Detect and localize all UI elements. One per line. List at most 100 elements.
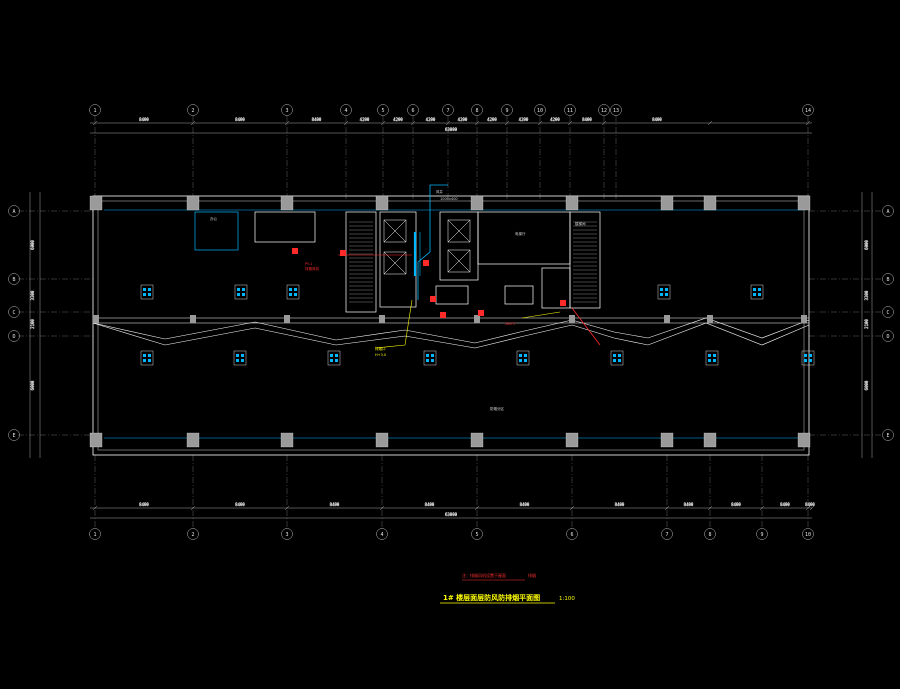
- grid-bubble-right: [882, 429, 894, 441]
- axis-label-top: 2: [191, 108, 194, 114]
- dimension-text: 4200: [487, 117, 497, 122]
- diffuser-icon: [665, 293, 668, 296]
- axis-label-left: C: [12, 310, 15, 316]
- column: [797, 432, 811, 448]
- axis-label-bottom: 4: [380, 532, 383, 538]
- ahu-room: [194, 211, 239, 251]
- grid-bubble-bottom: [661, 528, 673, 540]
- dimension-text: 8400: [652, 117, 662, 122]
- grid-bubble-top: [407, 104, 419, 116]
- dimension-tick: [537, 120, 543, 126]
- fire-damper-icon: [423, 260, 429, 266]
- dimension-text: 2100: [864, 319, 869, 329]
- grid-bubble-bottom: [376, 528, 388, 540]
- column: [797, 195, 811, 211]
- building-outline: [92, 195, 810, 456]
- dimension-tick: [379, 505, 385, 511]
- fire-damper-icon: [292, 248, 298, 254]
- dimension-total: 63000: [445, 127, 458, 132]
- grid-bubble-top: [89, 104, 101, 116]
- column: [93, 315, 99, 323]
- grid-bubble-left: [8, 306, 20, 318]
- yellow-note-2: H+3.0: [375, 353, 386, 357]
- dimension-text: 2100: [30, 319, 35, 329]
- column: [89, 195, 103, 211]
- lift-car-cross: [383, 219, 407, 243]
- grid-bubble-bottom: [471, 528, 483, 540]
- diffuser-icon: [524, 354, 527, 357]
- yellow-note-1: 排烟口: [375, 346, 386, 351]
- lift-car-cross: [383, 251, 407, 275]
- lift-car: [383, 219, 407, 243]
- diffuser-icon: [519, 354, 522, 357]
- lobby-box: [435, 285, 469, 305]
- axis-label-top: 1: [93, 108, 96, 114]
- dimension-text: 8400: [582, 117, 592, 122]
- axis-label-top: 10: [537, 108, 543, 114]
- stair-treads: [349, 221, 597, 303]
- fire-damper-icon: [560, 300, 566, 306]
- lift-car: [447, 249, 471, 273]
- diffuser-icon: [618, 354, 621, 357]
- diffuser-icon: [618, 359, 621, 362]
- column: [190, 315, 196, 323]
- leader-damper: [521, 311, 561, 319]
- dimension-text: 8400: [615, 502, 625, 507]
- grid-bubble-right: [882, 205, 894, 217]
- diffuser-icon: [233, 350, 247, 366]
- column: [470, 432, 484, 448]
- main-duct-riser: [417, 185, 431, 300]
- dimension-text: 8400: [139, 117, 149, 122]
- dimension-tick: [805, 505, 811, 511]
- dimension-text: 4200: [393, 117, 403, 122]
- dimension-tick: [92, 120, 98, 126]
- dimension-tick: [809, 505, 815, 511]
- diffuser-icon: [809, 354, 812, 357]
- grid-bubble-right: [882, 273, 894, 285]
- diffuser-icon: [426, 359, 429, 362]
- drawing-title: 1# 楼层面层防风防排烟平面图: [443, 593, 540, 602]
- diffuser-icon: [143, 288, 146, 291]
- diffuser-icon: [753, 293, 756, 296]
- axis-label-top: 14: [805, 108, 811, 114]
- structural-columns: [89, 195, 811, 448]
- diffuser-icon: [140, 350, 154, 366]
- smoke-partition-zigzag: [92, 322, 810, 349]
- grid-bubble-bottom: [281, 528, 293, 540]
- diffuser-icon: [708, 354, 711, 357]
- grid-bubble-right: [882, 330, 894, 342]
- dimension-tick: [445, 120, 451, 126]
- column: [569, 315, 575, 323]
- diffuser-icon: [237, 288, 240, 291]
- diffuser-icon: [516, 350, 530, 366]
- drawing-scale: 1:100: [559, 596, 575, 602]
- fire-damper-icon: [340, 250, 346, 256]
- lift-car-cross: [447, 219, 471, 243]
- diffuser-icon: [423, 350, 437, 366]
- grid-bubble-left: [8, 429, 20, 441]
- duct-size-label: 1000x400: [440, 197, 458, 201]
- axis-label-top: 5: [381, 108, 384, 114]
- diffuser-icon: [804, 354, 807, 357]
- dimension-text: 8400: [425, 502, 435, 507]
- diffuser-icon: [705, 350, 719, 366]
- diffuser-icon: [234, 284, 248, 300]
- diffuser-icon: [660, 293, 663, 296]
- axis-label-top: 9: [505, 108, 508, 114]
- lobby-box-2: [504, 285, 534, 305]
- diffuser-icon: [804, 359, 807, 362]
- diffuser-icon: [148, 288, 151, 291]
- axis-grid-lines: [18, 116, 882, 528]
- dimension-tick: [707, 505, 713, 511]
- column: [565, 195, 579, 211]
- dimension-tick: [284, 505, 290, 511]
- axis-label-left: E: [12, 433, 15, 439]
- room-tag-zone: 防烟分区: [490, 406, 504, 411]
- diffuser-icon: [809, 359, 812, 362]
- diffuser-icon: [610, 350, 624, 366]
- grid-bubble-top: [610, 104, 622, 116]
- damper-note: 280℃: [505, 322, 516, 326]
